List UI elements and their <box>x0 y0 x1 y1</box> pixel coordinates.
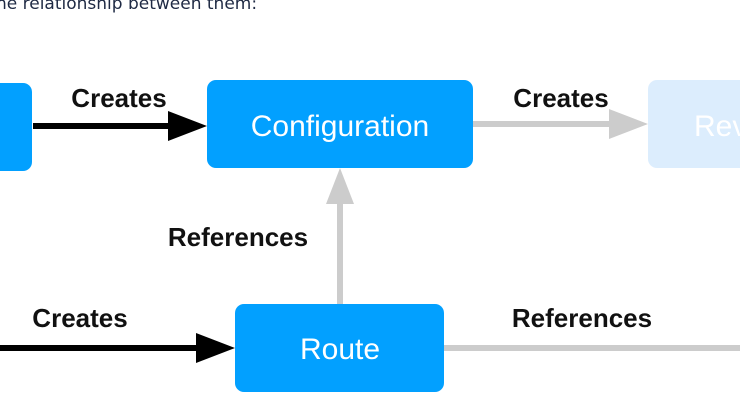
route-to-configuration-arrow-head <box>326 168 354 204</box>
service-to-route-label: Creates <box>32 303 127 333</box>
intro-text: he relationship between them: <box>0 0 258 14</box>
service-node <box>0 83 32 171</box>
configuration-to-revision-label: Creates <box>513 83 608 113</box>
route-to-revision-label: References <box>512 303 652 333</box>
route-node-label: Route <box>300 333 380 366</box>
service-to-configuration-arrow-head <box>168 111 207 141</box>
revision-node <box>648 80 740 168</box>
service-to-route-arrow-head <box>196 333 235 363</box>
service-to-configuration-label: Creates <box>71 83 166 113</box>
configuration-to-revision-arrow-head <box>609 109 648 139</box>
configuration-node <box>207 80 473 168</box>
route-node <box>235 304 444 392</box>
route-to-configuration-label: References <box>168 222 308 252</box>
configuration-node-label: Configuration <box>251 110 429 143</box>
revision-node-label: Rev <box>694 110 740 143</box>
